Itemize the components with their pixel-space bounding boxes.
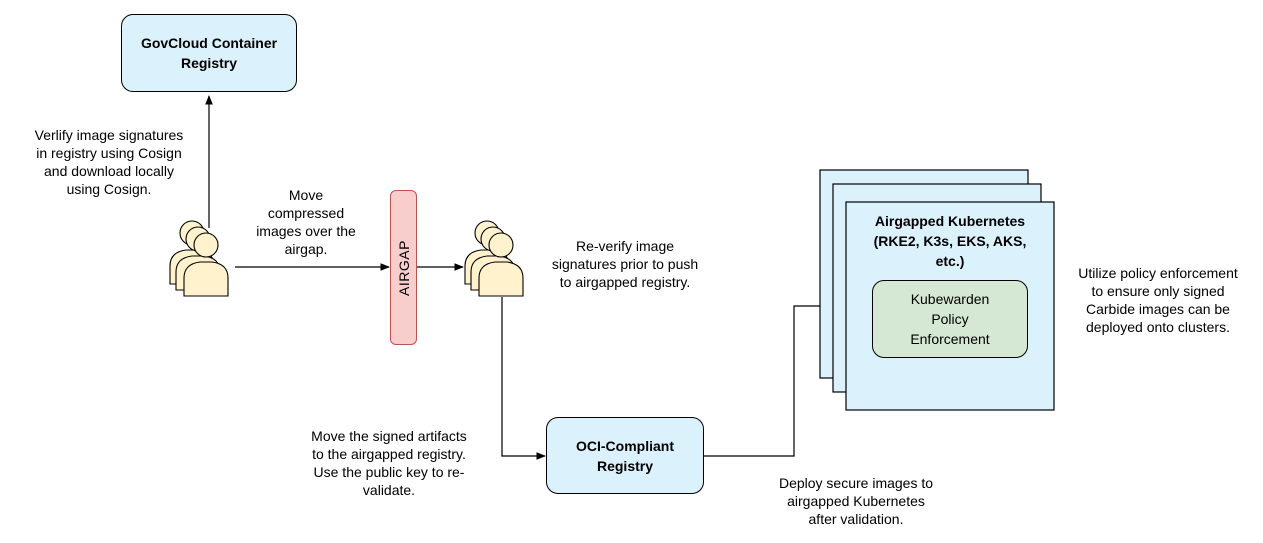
arrow-oci-to-kubernetes <box>704 302 844 457</box>
oci-registry-node: OCI-Compliant Registry <box>546 417 704 494</box>
kubernetes-title: Airgapped Kubernetes (RKE2, K3s, EKS, AK… <box>873 213 1027 269</box>
annotation-policy-enforcement: Utilize policy enforcement to ensure onl… <box>1078 265 1238 335</box>
users-icon <box>464 220 524 297</box>
annotation-verify-download: Verlify image signatures in registry usi… <box>34 127 184 197</box>
connectors <box>205 95 844 460</box>
airgap-label: AIRGAP <box>395 239 412 296</box>
annotation-move-compressed: Move compressed images over the airgap. <box>256 187 356 257</box>
annotation-move-signed: Move the signed artifacts to the airgapp… <box>311 428 467 498</box>
airgap-node: AIRGAP <box>390 190 417 345</box>
kubewarden-node: Kubewarden Policy Enforcement <box>872 280 1028 358</box>
annotation-reverify: Re-verify image signatures prior to push… <box>551 238 699 290</box>
users-icon <box>169 220 229 297</box>
annotation-deploy-secure: Deploy secure images to airgapped Kubern… <box>778 475 934 527</box>
govcloud-registry-node: GovCloud Container Registry <box>121 14 297 92</box>
arrow-users-to-oci <box>501 297 546 460</box>
